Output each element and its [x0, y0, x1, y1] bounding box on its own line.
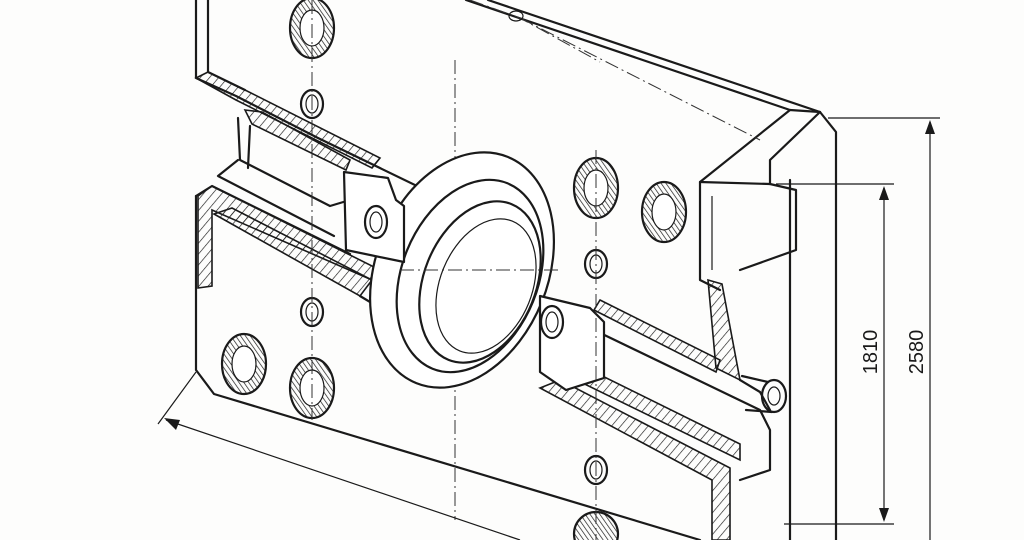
bolt-hole: [640, 180, 688, 244]
upper-block: [194, 0, 838, 540]
bolt-holes: [220, 0, 688, 540]
central-bearing-ring: [342, 151, 606, 392]
dimension-lines: [157, 117, 940, 540]
lower-block: [194, 178, 792, 540]
dimension-label-height-outer: 2580: [906, 330, 928, 375]
bolt-hole: [220, 332, 268, 396]
dimension-label-height-inner: 1810: [860, 330, 882, 375]
